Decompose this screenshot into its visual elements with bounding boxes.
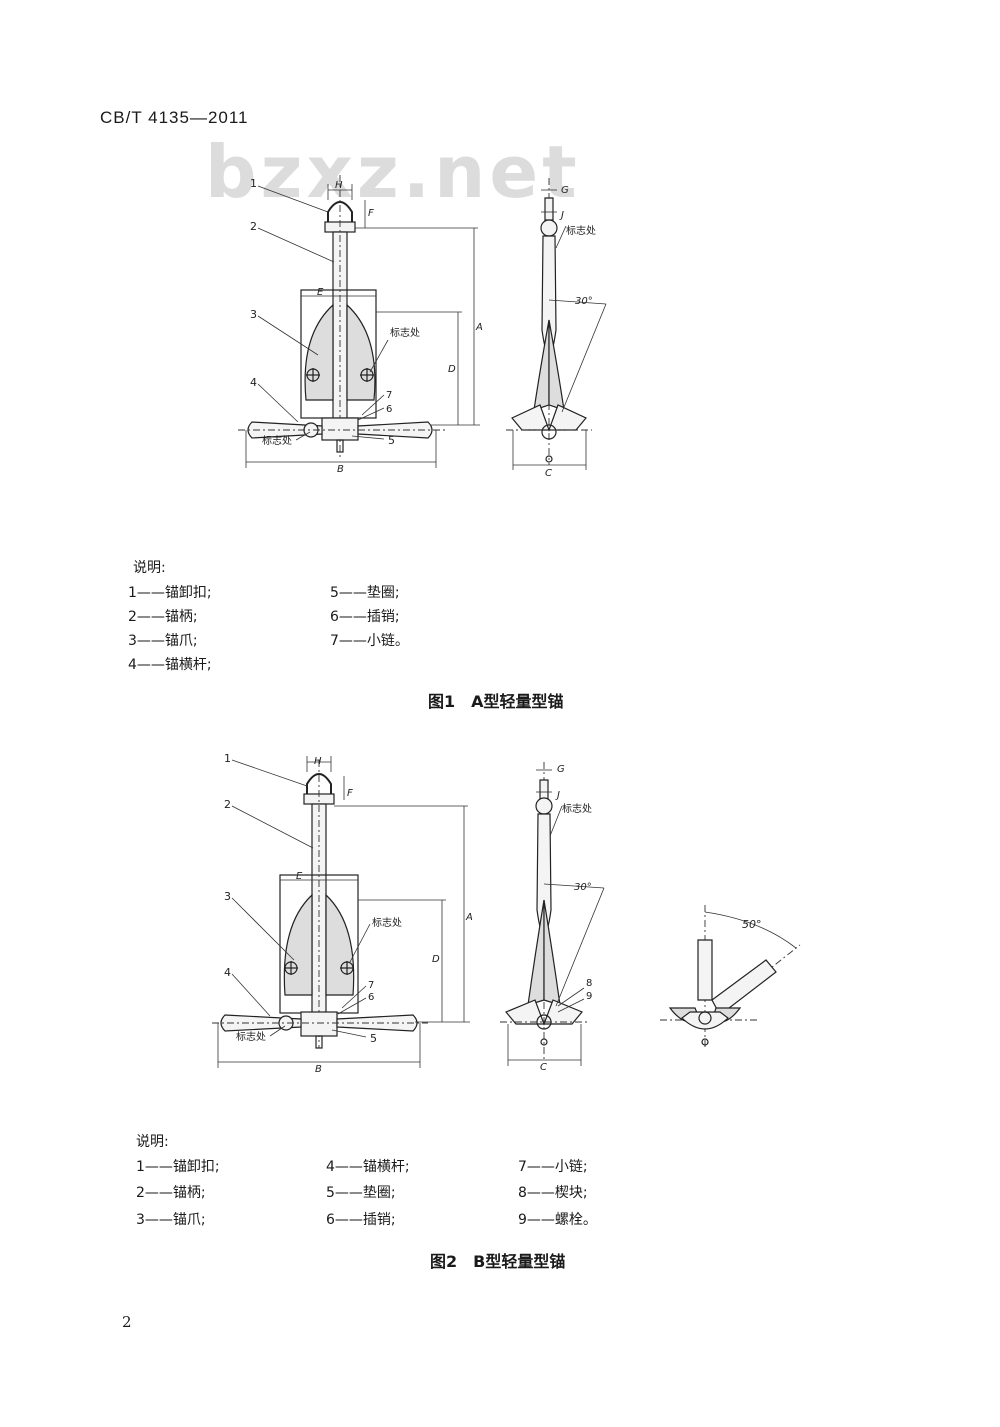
fig1-legend-item: 3——锚爪;	[128, 633, 198, 649]
fig1-legend-item: 5——垫圈;	[330, 585, 400, 601]
mark-label: 标志处	[562, 802, 592, 815]
figure1-caption: 图1 A型轻量型锚	[428, 692, 564, 711]
dim-C: C	[540, 1062, 547, 1073]
callout-8: 8	[586, 978, 592, 989]
fig2-legend-item: 3——锚爪;	[136, 1212, 206, 1228]
fig2-legend-item: 4——锚横杆;	[326, 1159, 410, 1175]
dim-H: H	[314, 756, 322, 767]
anchor-shackle	[306, 773, 332, 800]
dim-F: F	[368, 208, 374, 219]
dim-A: A	[475, 322, 483, 333]
fig1-legend-item: 1——锚卸扣;	[128, 585, 212, 601]
angle-30: 30°	[574, 882, 592, 893]
callout-2: 2	[250, 220, 257, 233]
callout-5: 5	[388, 434, 395, 447]
fig2-legend-item: 1——锚卸扣;	[136, 1159, 220, 1175]
fig1-legend-item: 7——小链。	[330, 633, 409, 649]
callout-7: 7	[368, 980, 374, 991]
dim-A: A	[465, 912, 473, 923]
dim-D: D	[448, 364, 456, 375]
dim-J: J	[555, 790, 560, 801]
callout-1: 1	[250, 177, 257, 190]
dim-G: G	[561, 185, 569, 196]
detail-fluke	[711, 959, 777, 1016]
dim-E: E	[296, 871, 303, 882]
fig2-legend-item: 6——插销;	[326, 1212, 396, 1228]
crown-block	[300, 1011, 338, 1037]
dim-B: B	[315, 1064, 322, 1075]
figure2-caption: 图2 B型轻量型锚	[430, 1252, 566, 1271]
watermark: bzxz.net	[205, 130, 581, 214]
right-fluke	[346, 303, 376, 401]
fig1-legend-item: 6——插销;	[330, 609, 400, 625]
detail-shank	[697, 939, 713, 1001]
right-fluke	[325, 893, 355, 996]
callout-6: 6	[368, 992, 374, 1003]
callout-9: 9	[586, 991, 592, 1002]
callout-6: 6	[386, 404, 392, 415]
dim-G: G	[557, 764, 565, 775]
mark-label: 标志处	[262, 434, 292, 447]
side-crown	[505, 999, 583, 1026]
fig1-legend-item: 2——锚柄;	[128, 609, 198, 625]
dim-H: H	[335, 180, 343, 191]
fig2-legend-title: 说明:	[136, 1134, 169, 1150]
mark-label: 标志处	[372, 916, 402, 929]
fig1-legend-item: 4——锚横杆;	[128, 657, 212, 673]
left-fluke	[304, 303, 334, 401]
mark-label: 标志处	[236, 1030, 266, 1043]
callout-3: 3	[224, 890, 231, 903]
callout-7: 7	[386, 390, 392, 401]
callout-2: 2	[224, 798, 231, 811]
dim-B: B	[337, 464, 344, 475]
dim-D: D	[432, 954, 440, 965]
fig2-legend-item: 9——螺栓。	[518, 1212, 597, 1228]
callout-5: 5	[370, 1032, 377, 1045]
angle-30: 30°	[575, 296, 593, 307]
fig2-legend-item: 8——楔块;	[518, 1185, 588, 1201]
fig1-legend-title: 说明:	[133, 560, 166, 576]
mark-label: 标志处	[390, 326, 420, 339]
callout-1: 1	[224, 752, 231, 765]
dim-F: F	[347, 788, 353, 799]
dim-C: C	[545, 468, 552, 479]
left-fluke	[283, 893, 313, 996]
angle-50: 50°	[742, 918, 762, 931]
callout-4: 4	[224, 966, 231, 979]
callout-4: 4	[250, 376, 257, 389]
fig2-legend-item: 5——垫圈;	[326, 1185, 396, 1201]
callout-3: 3	[250, 308, 257, 321]
dim-E: E	[317, 287, 324, 298]
fig2-legend-item: 7——小链;	[518, 1159, 588, 1175]
mark-label: 标志处	[566, 224, 596, 237]
page-number: 2	[122, 1313, 132, 1331]
document-code: CB/T 4135—2011	[100, 108, 249, 127]
fig2-legend-item: 2——锚柄;	[136, 1185, 206, 1201]
dim-J: J	[559, 210, 564, 221]
